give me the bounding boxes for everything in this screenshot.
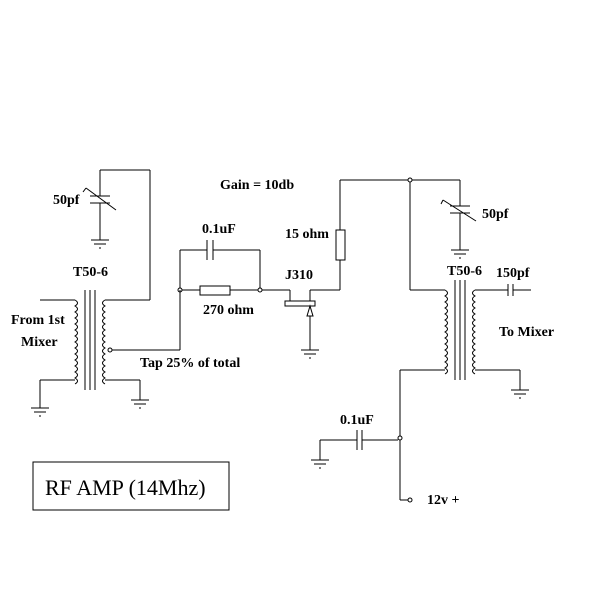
ground-symbol [91, 239, 109, 249]
right-trimmer-capacitor [440, 180, 477, 250]
bypass-capacitor [319, 430, 403, 460]
output-capacitor-label: 150pf [496, 266, 530, 281]
title-box [32, 461, 230, 511]
j310-fet [284, 289, 340, 350]
gain-label: Gain = 10db [220, 178, 294, 193]
supply-label: 12v + [427, 493, 460, 508]
gate-resistor-label: 270 ohm [203, 303, 254, 318]
left-trimmer-capacitor [82, 169, 151, 300]
ground-symbol [31, 407, 49, 417]
tap-label: Tap 25% of total [140, 356, 240, 371]
ground-symbol [451, 249, 469, 259]
ground-symbol [131, 399, 149, 409]
drain-resistor-label: 15 ohm [285, 227, 329, 242]
diagram-title: RF AMP (14Mhz) [45, 475, 206, 500]
ground-symbol [301, 349, 319, 359]
left-transformer-label: T50-6 [73, 265, 108, 280]
output-capacitor [507, 284, 531, 296]
left-trimmer-label: 50pf [53, 193, 80, 208]
right-transformer [399, 182, 521, 436]
right-trimmer-label: 50pf [482, 207, 509, 222]
input-label-line2: Mixer [21, 335, 58, 350]
drain-resistor [335, 177, 460, 290]
gate-capacitor-label: 0.1uF [202, 222, 236, 237]
gate-network [177, 240, 290, 350]
output-label: To Mixer [499, 325, 554, 340]
right-transformer-label: T50-6 [447, 264, 482, 279]
bypass-capacitor-label: 0.1uF [340, 413, 374, 428]
ground-symbol [311, 459, 329, 469]
input-label-line1: From 1st [11, 313, 65, 328]
supply-terminal [399, 440, 413, 503]
ground-symbol [511, 389, 529, 399]
fet-label: J310 [285, 268, 313, 283]
left-transformer [39, 290, 180, 408]
